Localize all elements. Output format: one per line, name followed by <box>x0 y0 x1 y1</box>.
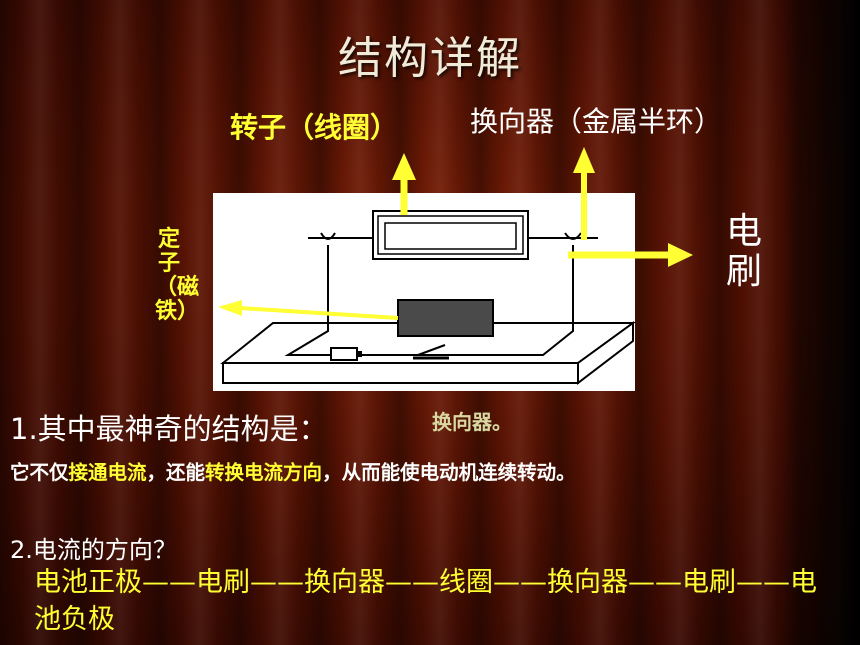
current-path-answer: 电池正极——电刷——换向器——线圈——换向器——电刷——电池负极 <box>34 567 817 635</box>
support-right-cradle <box>564 232 582 240</box>
explanation-highlight-1: 接通电流 <box>68 461 147 484</box>
explanation-part-1: 它不仅 <box>10 461 69 484</box>
base-board-side <box>577 321 634 386</box>
switch-lever <box>417 344 446 356</box>
coil-inner <box>384 222 517 250</box>
support-left-cradle <box>320 232 336 240</box>
battery-terminal <box>357 351 362 357</box>
motor-diagram-drawing <box>220 210 637 386</box>
slide-title: 结构详解 <box>338 33 522 84</box>
magnet-block <box>397 299 494 337</box>
curtain-shadow <box>782 0 860 645</box>
explanation-highlight-2: 转换电流方向 <box>205 461 323 484</box>
question-1: 1.其中最神奇的结构是： <box>10 412 328 446</box>
coil-outer <box>372 210 529 260</box>
stator-arrow-head <box>218 300 242 316</box>
circuit-wire <box>284 245 574 356</box>
coil-middle <box>377 215 524 255</box>
label-rotor: 转子（线圈） <box>230 111 399 144</box>
commutator-arrow-head <box>573 147 595 173</box>
explanation-part-2: ，还能 <box>146 461 206 484</box>
explanation: 它不仅接通电流，还能转换电流方向，从而能使电动机连续转动。 <box>10 456 576 485</box>
motor-diagram <box>213 193 637 391</box>
question-2: 2.电流的方向？ <box>10 536 177 564</box>
label-commutator: 换向器（金属半环） <box>470 105 723 138</box>
stator-arrow-shaft <box>239 306 399 320</box>
question-1-answer: 换向器。 <box>432 410 512 434</box>
brush-arrow-head <box>668 243 693 267</box>
label-brush: 电刷 <box>725 211 762 292</box>
explanation-part-3: ，从而能使电动机连续转动。 <box>322 461 576 484</box>
rotor-arrow-head <box>392 153 416 180</box>
